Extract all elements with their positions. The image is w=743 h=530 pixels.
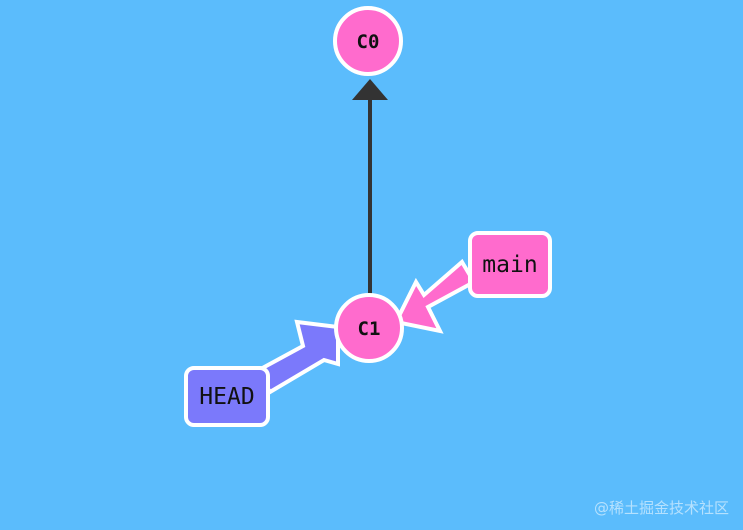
commit-c0-label: C0 [357, 31, 380, 53]
head-arrow-icon [254, 319, 340, 395]
edge-c1-to-c0 [352, 79, 388, 296]
watermark: @稀土掘金技术社区 [593, 499, 729, 517]
main-arrow-icon [393, 258, 477, 334]
commit-node [333, 6, 403, 76]
commit-c0[interactable]: C0 [333, 6, 403, 76]
ref-head[interactable]: HEAD [184, 366, 270, 427]
commit-node [334, 293, 404, 363]
branch-main[interactable]: main [468, 231, 552, 298]
branch-main-label: main [482, 252, 537, 278]
ref-head-label: HEAD [199, 384, 254, 410]
edge-arrowhead-icon [352, 79, 388, 100]
commit-c1[interactable]: C1 [334, 293, 404, 363]
main-ref-arrow [393, 258, 477, 334]
ref-head-box [184, 366, 270, 427]
head-ref-arrow [254, 319, 340, 395]
commit-c1-label: C1 [358, 318, 381, 340]
branch-main-box [468, 231, 552, 298]
